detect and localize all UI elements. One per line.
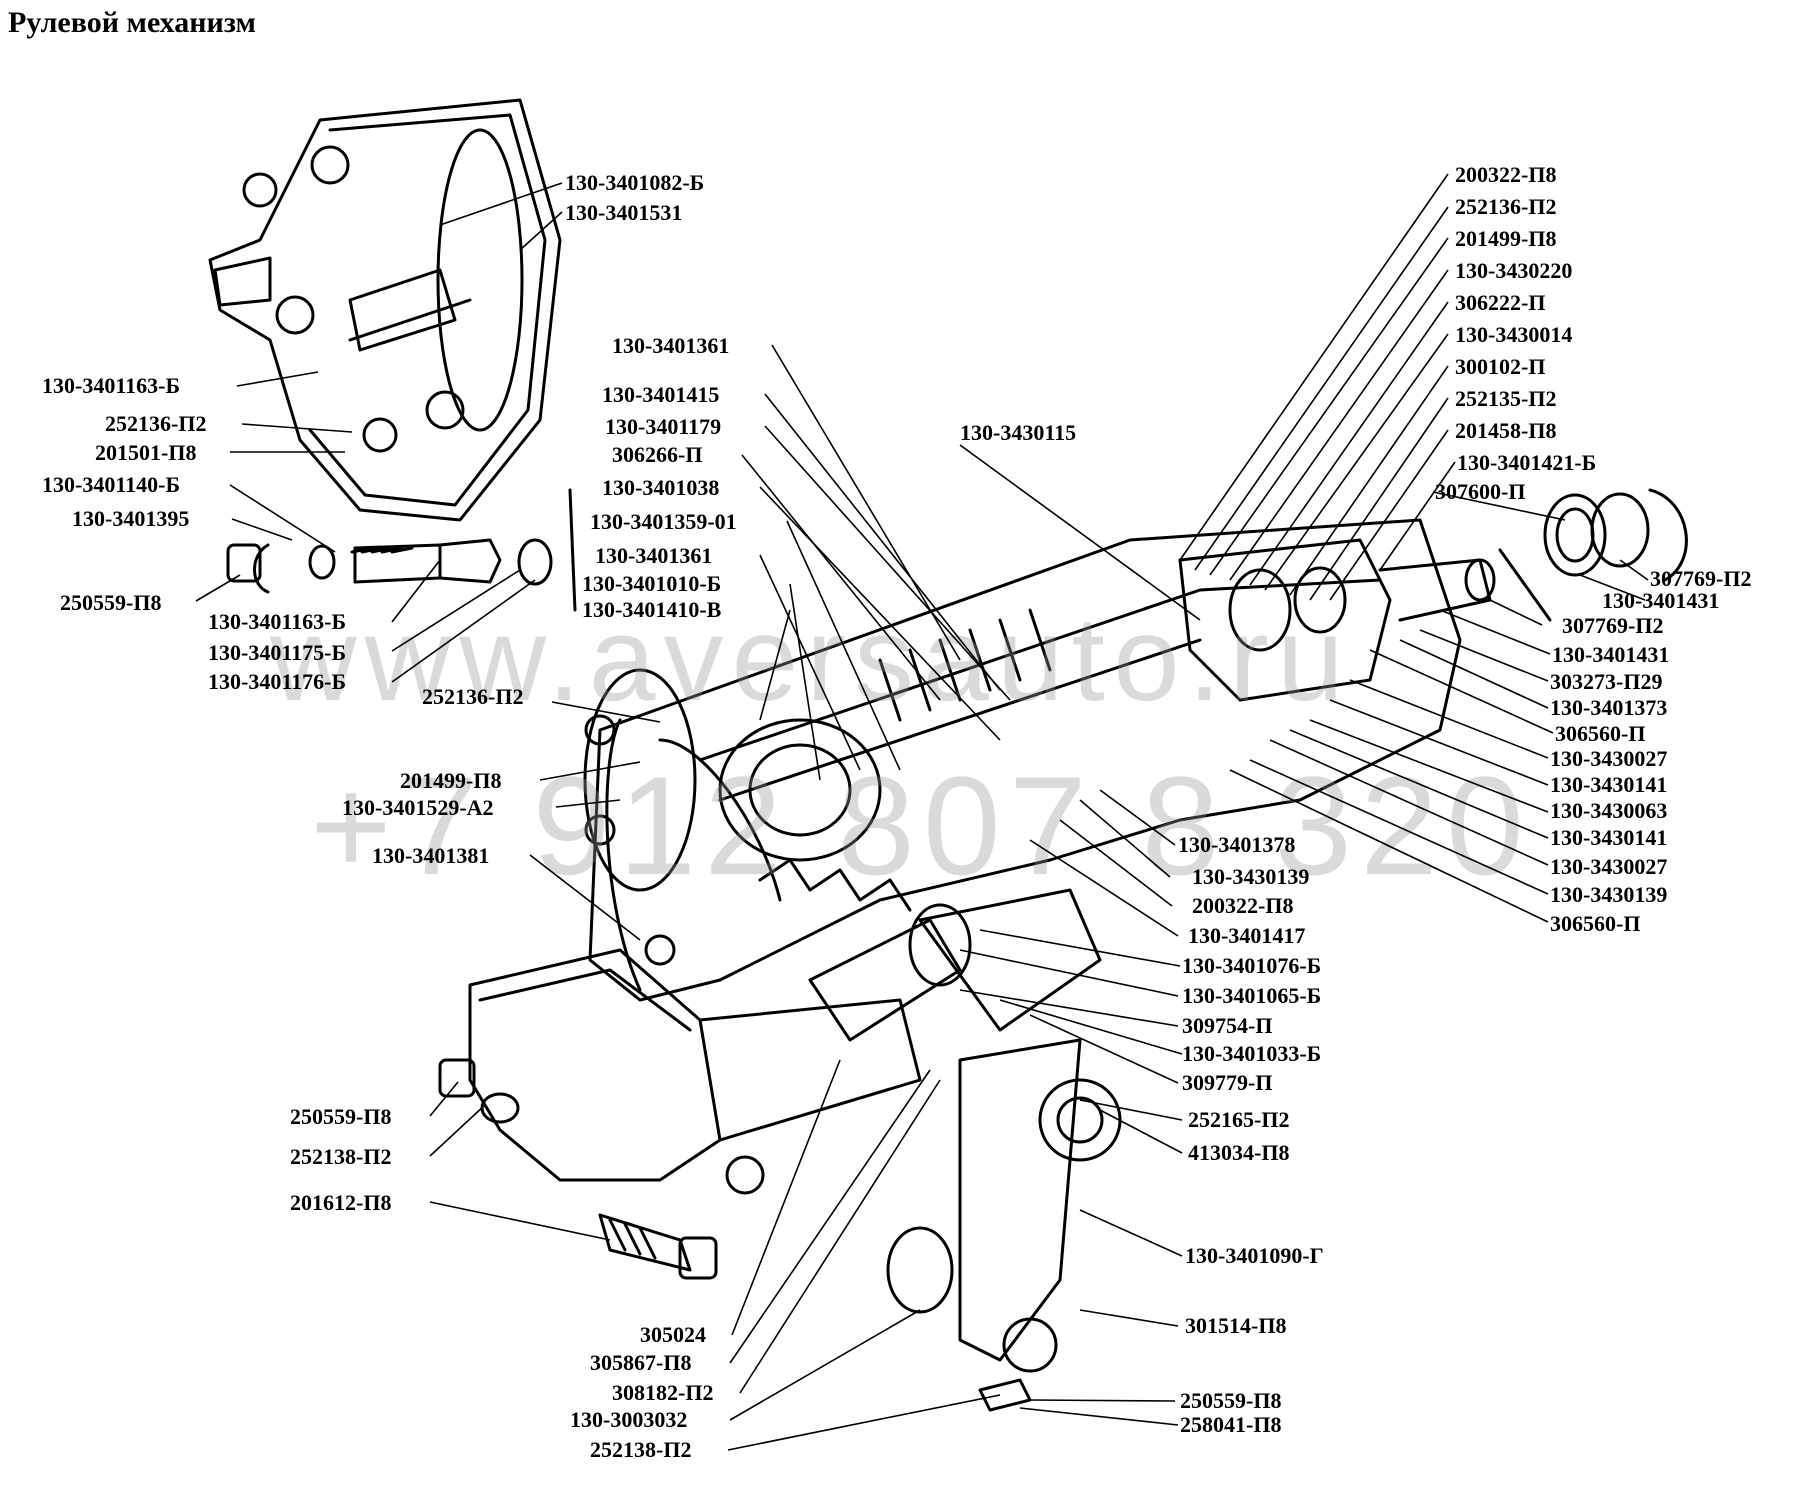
part-label: 130-3430141 bbox=[1550, 825, 1668, 850]
part-label: 130-3430139 bbox=[1550, 882, 1668, 907]
part-label: 252138-П2 bbox=[590, 1437, 692, 1462]
part-label: 130-3401076-Б bbox=[1182, 953, 1322, 978]
part-label: 130-3401090-Г bbox=[1185, 1243, 1324, 1268]
part-label: 130-3401175-Б bbox=[208, 640, 346, 665]
part-label: 200322-П8 bbox=[1192, 893, 1294, 918]
part-label: 130-3430139 bbox=[1192, 864, 1310, 889]
part-label: 250559-П8 bbox=[60, 590, 162, 615]
part-label: 252136-П2 bbox=[105, 411, 207, 436]
part-label: 305867-П8 bbox=[590, 1350, 692, 1375]
part-label: 130-3401361 bbox=[612, 333, 730, 358]
part-label: 130-3401395 bbox=[72, 506, 190, 531]
part-label: 201499-П8 bbox=[1455, 226, 1557, 251]
part-label: 307769-П2 bbox=[1650, 566, 1752, 591]
part-label: 130-3401082-Б bbox=[565, 170, 705, 195]
part-label: 305024 bbox=[640, 1322, 706, 1347]
part-label: 201501-П8 bbox=[95, 440, 197, 465]
part-label: 201499-П8 bbox=[400, 768, 502, 793]
part-label: 130-3430027 bbox=[1550, 746, 1668, 771]
part-label: 307769-П2 bbox=[1562, 613, 1664, 638]
part-label: 130-3401378 bbox=[1178, 832, 1296, 857]
part-label: 130-3401381 bbox=[372, 843, 490, 868]
part-label: 130-3430115 bbox=[960, 420, 1077, 445]
part-label: 130-3401415 bbox=[602, 382, 720, 407]
part-label: 306560-П bbox=[1555, 721, 1646, 746]
part-label: 130-3401431 bbox=[1552, 642, 1670, 667]
part-label: 201612-П8 bbox=[290, 1190, 392, 1215]
part-label: 130-3401361 bbox=[595, 543, 713, 568]
part-label: 252136-П2 bbox=[1455, 194, 1557, 219]
part-label: 130-3401410-В bbox=[582, 597, 722, 622]
part-label: 306222-П bbox=[1455, 290, 1546, 315]
part-label: 130-3401531 bbox=[565, 200, 683, 225]
part-label: 130-3430063 bbox=[1550, 798, 1668, 823]
part-label: 130-3401421-Б bbox=[1457, 450, 1597, 475]
part-label: 301514-П8 bbox=[1185, 1313, 1287, 1338]
part-label: 252165-П2 bbox=[1188, 1107, 1290, 1132]
part-label: 252138-П2 bbox=[290, 1144, 392, 1169]
part-label: 309754-П bbox=[1182, 1013, 1273, 1038]
part-label: 130-3401163-Б bbox=[42, 373, 180, 398]
part-label: 130-3401140-Б bbox=[42, 472, 180, 497]
part-label: 201458-П8 bbox=[1455, 418, 1557, 443]
part-label: 130-3430220 bbox=[1455, 258, 1573, 283]
part-label: 413034-П8 bbox=[1188, 1140, 1290, 1165]
part-label: 252136-П2 bbox=[422, 684, 524, 709]
part-label: 130-3401431 bbox=[1602, 588, 1720, 613]
part-label: 307600-П bbox=[1435, 479, 1526, 504]
part-label: 130-3003032 bbox=[570, 1407, 688, 1432]
part-label: 200322-П8 bbox=[1455, 162, 1557, 187]
part-label: 252135-П2 bbox=[1455, 386, 1557, 411]
part-label: 130-3401038 bbox=[602, 475, 720, 500]
part-label: 250559-П8 bbox=[290, 1104, 392, 1129]
part-label: 130-3430141 bbox=[1550, 772, 1668, 797]
part-label: 130-3401529-А2 bbox=[342, 795, 494, 820]
cover-assembly bbox=[208, 98, 562, 522]
part-label: 130-3401179 bbox=[605, 414, 722, 439]
part-label: 258041-П8 bbox=[1180, 1412, 1282, 1437]
part-label: 300102-П bbox=[1455, 354, 1546, 379]
watermark-phone: +7 912 807 8 320 bbox=[310, 747, 1532, 904]
steering-gear-housing bbox=[583, 488, 1688, 1002]
part-label: 130-3430014 bbox=[1455, 322, 1573, 347]
part-label: 250559-П8 bbox=[1180, 1388, 1282, 1413]
part-label: 130-3401010-Б bbox=[582, 571, 722, 596]
part-label: 130-3401033-Б bbox=[1182, 1041, 1322, 1066]
part-label: 306560-П bbox=[1550, 911, 1641, 936]
part-label: 130-3401176-Б bbox=[208, 669, 346, 694]
adjusting-screw-parts bbox=[226, 488, 577, 612]
part-label: 130-3430027 bbox=[1550, 854, 1668, 879]
pitman-arm bbox=[808, 888, 1122, 1412]
part-label: 308182-П2 bbox=[612, 1380, 714, 1405]
part-label: 303273-П29 bbox=[1550, 669, 1663, 694]
part-label: 130-3401359-01 bbox=[590, 509, 737, 534]
part-label: 306266-П bbox=[612, 442, 703, 467]
part-label: 130-3401065-Б bbox=[1182, 983, 1322, 1008]
part-label: 130-3401417 bbox=[1188, 923, 1306, 948]
part-label: 309779-П bbox=[1182, 1070, 1273, 1095]
diagram-title: Рулевой механизм bbox=[8, 6, 256, 39]
part-label: 130-3401163-Б bbox=[208, 609, 346, 634]
part-label: 130-3401373 bbox=[1550, 695, 1668, 720]
